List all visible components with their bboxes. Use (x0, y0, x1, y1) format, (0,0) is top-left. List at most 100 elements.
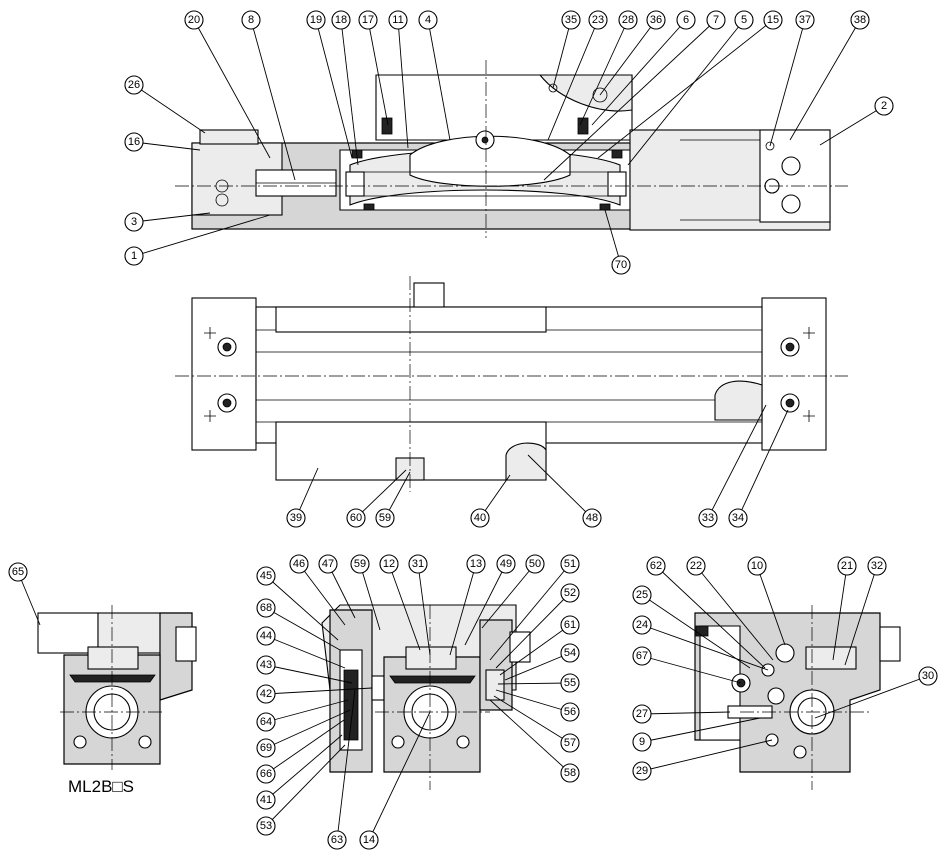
callout-69: 69 (256, 738, 276, 758)
callout-3: 3 (124, 212, 144, 232)
svg-text:1: 1 (131, 250, 137, 262)
callout-44: 44 (256, 626, 276, 646)
callout-42: 42 (256, 684, 276, 704)
callout-32: 32 (867, 556, 887, 576)
callout-37: 37 (795, 10, 815, 30)
svg-text:54: 54 (564, 647, 576, 659)
svg-text:13: 13 (470, 558, 482, 570)
svg-text:18: 18 (335, 14, 347, 26)
svg-text:7: 7 (713, 14, 719, 26)
svg-text:11: 11 (392, 14, 403, 26)
callout-62: 62 (646, 556, 666, 576)
callout-25: 25 (632, 585, 652, 605)
callout-26: 26 (124, 75, 144, 95)
callout-56: 56 (560, 702, 580, 722)
svg-text:67: 67 (636, 650, 648, 662)
svg-text:20: 20 (188, 14, 200, 26)
callout-22: 22 (686, 556, 706, 576)
callout-68: 68 (256, 598, 276, 618)
svg-text:26: 26 (128, 79, 140, 91)
svg-text:8: 8 (248, 14, 254, 26)
callout-16: 16 (124, 132, 144, 152)
svg-text:53: 53 (260, 820, 272, 832)
callout-4: 4 (418, 10, 438, 30)
svg-text:34: 34 (732, 512, 744, 524)
svg-text:15: 15 (767, 14, 779, 26)
svg-text:31: 31 (412, 558, 424, 570)
end-view-b (321, 604, 531, 790)
callout-23: 23 (588, 10, 608, 30)
callout-61: 61 (560, 615, 580, 635)
svg-text:14: 14 (363, 834, 375, 846)
svg-text:56: 56 (564, 706, 576, 718)
svg-text:57: 57 (564, 737, 576, 749)
callout-15: 15 (763, 10, 783, 30)
svg-text:36: 36 (650, 14, 662, 26)
callout-35: 35 (561, 10, 581, 30)
callout-45: 45 (256, 566, 276, 586)
svg-text:69: 69 (260, 742, 272, 754)
svg-text:47: 47 (322, 558, 334, 570)
model-label: ML2B□S (68, 777, 134, 796)
callout-43: 43 (256, 655, 276, 675)
svg-text:48: 48 (586, 512, 598, 524)
callout-53: 53 (256, 816, 276, 836)
svg-text:50: 50 (529, 558, 541, 570)
callout-33: 33 (698, 508, 718, 528)
callout-9: 9 (632, 732, 652, 752)
svg-text:51: 51 (564, 558, 576, 570)
callout-24: 24 (632, 615, 652, 635)
svg-text:61: 61 (564, 619, 576, 631)
callout-19: 19 (306, 10, 326, 30)
svg-text:63: 63 (331, 834, 343, 846)
svg-text:30: 30 (922, 670, 934, 682)
callout-47: 47 (318, 554, 338, 574)
svg-text:59: 59 (379, 512, 391, 524)
svg-text:17: 17 (362, 14, 374, 26)
callout-58: 58 (560, 763, 580, 783)
callout-28: 28 (618, 10, 638, 30)
svg-text:49: 49 (500, 558, 512, 570)
callout-54: 54 (560, 643, 580, 663)
callout-11: 11 (388, 10, 408, 30)
svg-text:5: 5 (741, 14, 747, 26)
svg-text:52: 52 (564, 587, 576, 599)
svg-text:4: 4 (425, 14, 431, 26)
callout-31: 31 (408, 554, 428, 574)
callout-49: 49 (496, 554, 516, 574)
callout-48: 48 (582, 508, 602, 528)
svg-text:60: 60 (350, 512, 362, 524)
callout-30: 30 (918, 666, 938, 686)
callout-50: 50 (525, 554, 545, 574)
svg-text:3: 3 (131, 216, 137, 228)
callout-18: 18 (331, 10, 351, 30)
svg-text:58: 58 (564, 767, 576, 779)
callout-70: 70 (611, 255, 631, 275)
callout-59-end: 59 (350, 554, 370, 574)
callout-36: 36 (646, 10, 666, 30)
svg-text:66: 66 (260, 768, 272, 780)
callout-38: 38 (850, 10, 870, 30)
svg-text:59: 59 (354, 558, 366, 570)
callout-60: 60 (346, 508, 366, 528)
callout-65: 65 (8, 562, 28, 582)
svg-text:25: 25 (636, 589, 648, 601)
sectional-view (175, 60, 848, 238)
svg-text:70: 70 (615, 259, 627, 271)
svg-text:10: 10 (751, 560, 763, 572)
callout-59-plan: 59 (375, 508, 395, 528)
svg-text:16: 16 (128, 136, 140, 148)
callout-29: 29 (632, 761, 652, 781)
svg-text:33: 33 (702, 512, 714, 524)
callout-40: 40 (470, 508, 490, 528)
callout-13: 13 (466, 554, 486, 574)
svg-text:64: 64 (260, 716, 272, 728)
leader-lines (17, 19, 929, 841)
svg-text:41: 41 (260, 794, 272, 806)
callout-46: 46 (289, 554, 309, 574)
callout-66: 66 (256, 764, 276, 784)
svg-text:39: 39 (290, 512, 302, 524)
callout-2: 2 (874, 96, 894, 116)
end-view-a (37, 605, 197, 770)
